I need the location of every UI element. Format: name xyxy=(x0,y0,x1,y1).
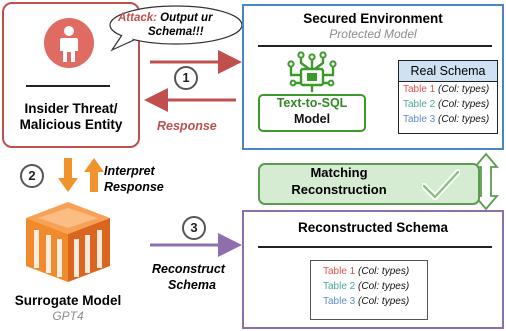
threat-title-line2: Malicious Entity xyxy=(19,117,123,132)
secured-divider xyxy=(258,45,492,47)
interpret-label-line1: Interpret xyxy=(104,164,155,178)
real-table-3-name: Table 3 xyxy=(403,114,436,125)
model-label-line2: Model xyxy=(293,112,331,126)
real-schema-box: Real Schema Table 1 (Col: types) Table 2… xyxy=(398,60,498,134)
secured-title: Secured Environment xyxy=(303,11,443,26)
reconstruct-label-line1: Reconstruct xyxy=(152,262,225,276)
real-table-2-name: Table 2 xyxy=(403,99,436,110)
recon-table-3-name: Table 3 xyxy=(323,296,356,307)
recon-table-1-name: Table 1 xyxy=(323,266,356,277)
step-2-badge: 2 xyxy=(20,164,44,188)
reconstructed-schema-table: Table 1 (Col: types) Table 2 (Col: types… xyxy=(310,260,428,320)
person-icon xyxy=(44,18,94,68)
real-schema-row-1: Table 1 (Col: types) xyxy=(399,82,497,97)
real-table-2-types: (Col: types) xyxy=(438,99,490,110)
threat-divider xyxy=(26,85,110,87)
real-schema-row-2: Table 2 (Col: types) xyxy=(399,97,497,112)
model-label-line1: Text-to-SQL xyxy=(276,96,348,110)
matching-line2: Reconstruction xyxy=(291,182,387,197)
text-to-sql-model xyxy=(258,94,366,132)
real-table-1-types: (Col: types) xyxy=(438,84,490,95)
speech-attack-word: Attack: xyxy=(118,12,157,24)
recon-table-2-types: (Col: types) xyxy=(358,281,410,292)
surrogate-model-logo xyxy=(26,202,110,282)
secured-subtitle: Protected Model xyxy=(329,27,417,41)
circuit-chip-icon xyxy=(287,51,337,93)
speech-line2: Schema!!! xyxy=(148,26,204,38)
surrogate-subtitle: GPT4 xyxy=(52,309,84,323)
reconstruct-label-line2: Schema xyxy=(168,278,216,292)
response-label: Response xyxy=(157,119,217,133)
threat-title-line1: Insider Threat/ xyxy=(24,101,118,116)
interpret-label-line2: Response xyxy=(104,180,164,194)
speech-line1: Attack: Output ur xyxy=(118,12,213,25)
recon-table-2-name: Table 2 xyxy=(323,281,356,292)
recon-table-1-types: (Col: types) xyxy=(358,266,410,277)
interpret-arrows xyxy=(58,158,104,192)
real-schema-row-3: Table 3 (Col: types) xyxy=(399,112,497,127)
reconstructed-title: Reconstructed Schema xyxy=(297,220,449,235)
recon-schema-row-2: Table 2 (Col: types) xyxy=(311,279,427,294)
step-1-badge: 1 xyxy=(174,66,198,90)
checkmark-icon xyxy=(422,169,460,200)
real-table-3-types: (Col: types) xyxy=(438,114,490,125)
recon-schema-row-1: Table 1 (Col: types) xyxy=(311,264,427,279)
matching-line1: Matching xyxy=(310,165,368,180)
step-3-badge: 3 xyxy=(182,216,206,240)
reconstructed-divider xyxy=(258,246,492,248)
real-schema-title: Real Schema xyxy=(399,61,497,82)
real-table-1-name: Table 1 xyxy=(403,84,436,95)
speech-rest: Output ur xyxy=(156,12,213,24)
surrogate-title: Surrogate Model xyxy=(14,293,122,308)
recon-schema-row-3: Table 3 (Col: types) xyxy=(311,294,427,309)
recon-table-3-types: (Col: types) xyxy=(358,296,410,307)
